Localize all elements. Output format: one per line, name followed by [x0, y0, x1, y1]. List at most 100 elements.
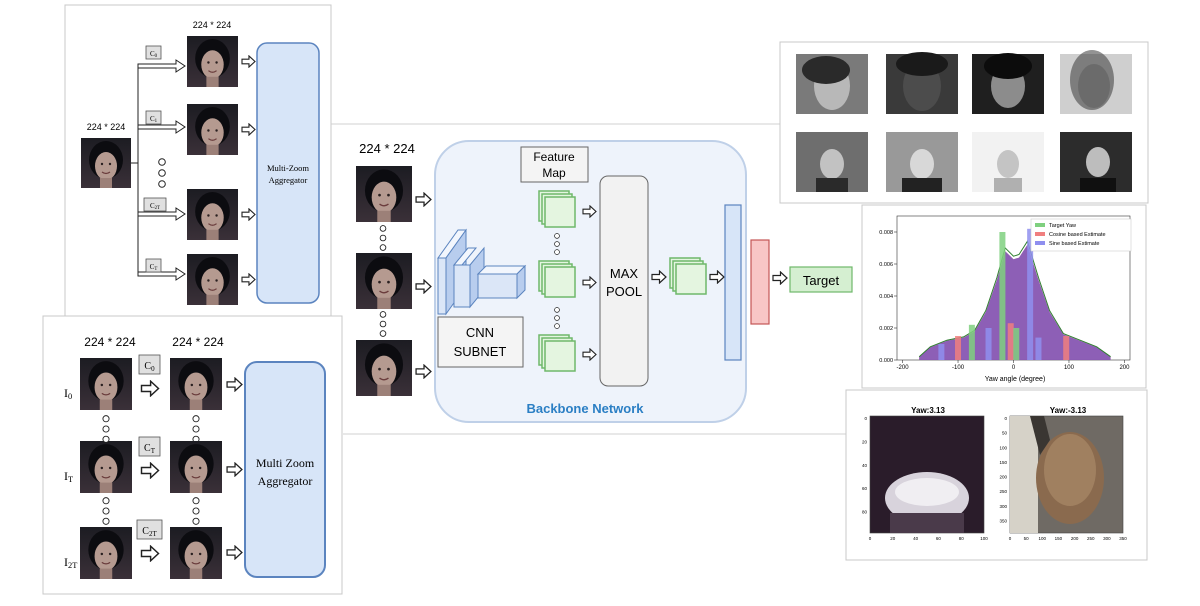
top-crop-c1: C1	[150, 115, 158, 124]
bottom-dots-input-1	[102, 415, 110, 443]
right-y-tick: 0	[1004, 416, 1007, 421]
bottom-input-labels: I0 IT I2T	[64, 386, 77, 570]
gray-face-7	[1060, 132, 1132, 192]
x-tick-label: 0	[1012, 365, 1016, 371]
x-tick-label: 100	[1064, 365, 1075, 371]
sample-right-image	[1009, 415, 1124, 534]
gray-face-4	[796, 132, 868, 192]
top-ellipsis-dots	[158, 158, 166, 188]
gray-face-5	[886, 132, 958, 192]
target-box	[789, 266, 853, 293]
left-y-tick: 60	[862, 486, 868, 491]
cnn-subnet-box	[437, 316, 524, 368]
histogram-spike	[1013, 328, 1020, 360]
y-tick-label: 0.002	[879, 326, 893, 332]
legend-swatch-sine	[1035, 241, 1045, 245]
backbone-input-face-0	[356, 166, 412, 222]
bottom-aggregator-box	[244, 361, 326, 578]
top-aggregator-box	[256, 42, 320, 304]
sample-left-title: Yaw:3.13	[911, 406, 945, 415]
right-y-tick: 100	[999, 445, 1007, 450]
feature-map-line1: Feature	[533, 150, 575, 164]
top-crop-face-3	[187, 254, 238, 305]
backbone-section: 224 * 224 CNN SUBNET Feature Map	[356, 140, 747, 423]
feature-map-line2: Map	[542, 166, 566, 180]
top-crop-size-label: 224 * 224	[193, 20, 232, 30]
top-crop-c0: C0	[150, 50, 158, 59]
left-y-tick: 80	[862, 510, 868, 515]
bottom-crop-labels: C0 CT C2T	[136, 354, 163, 540]
bottom-input-face-2	[80, 527, 132, 579]
bottom-input-i0: I0	[64, 386, 72, 401]
top-input-size-label: 224 * 224	[87, 122, 126, 132]
legend-swatch-target	[1035, 223, 1045, 227]
bottom-dots-crop-2	[192, 497, 200, 525]
gray-face-2	[972, 53, 1044, 114]
right-x-tick: 0	[1009, 536, 1012, 541]
feature-map-stack-2	[538, 334, 576, 372]
y-tick-label: 0.006	[879, 262, 893, 268]
top-crop-labels: C0 C1 C2T CT	[143, 45, 167, 273]
gray-face-0	[796, 54, 868, 114]
top-branch-arrows	[137, 59, 186, 281]
chart-legend: Target Yaw Cosine based Estimate Sine ba…	[1030, 218, 1132, 252]
right-x-tick: 300	[1103, 536, 1111, 541]
gray-face-1	[886, 52, 958, 114]
bottom-crop-face-2	[170, 527, 222, 579]
bottom-crop-face-0	[170, 358, 222, 410]
right-x-tick: 200	[1071, 536, 1079, 541]
feature-map-label-box	[520, 146, 589, 183]
histogram-spike	[968, 324, 975, 360]
bottom-multizoom-panel: 224 * 224 224 * 224 I0 IT I2T C0 CT C2T	[42, 315, 343, 595]
bottom-crop-face-1	[170, 441, 222, 493]
histogram-spike	[1035, 337, 1042, 360]
bottom-input-i2t: I2T	[64, 555, 77, 570]
top-crop-c2t: C2T	[150, 202, 160, 211]
right-x-tick: 250	[1087, 536, 1095, 541]
legend-cosine: Cosine based Estimate	[1049, 232, 1106, 238]
left-y-tick: 40	[862, 463, 868, 468]
bottom-crop-c2t: C2T	[142, 526, 157, 538]
left-x-tick: 100	[980, 536, 988, 541]
legend-sine: Sine based Estimate	[1049, 241, 1099, 247]
cnn-blocks	[437, 228, 527, 316]
max-pool-box	[599, 175, 649, 387]
density-area-sine	[919, 244, 1111, 360]
backbone-arrow-in-2	[415, 364, 432, 379]
sample-face-grid	[779, 41, 1149, 204]
top-crop-ct: CT	[150, 263, 158, 272]
y-tick-label: 0.008	[879, 230, 893, 236]
right-y-tick: 150	[999, 460, 1007, 465]
legend-swatch-cosine	[1035, 232, 1045, 236]
target-label: Target	[803, 273, 840, 288]
right-x-tick: 150	[1055, 536, 1063, 541]
bottom-dots-crop-1	[192, 415, 200, 443]
gray-face-6	[972, 132, 1044, 192]
top-multizoom-panel: 224 * 224 224 * 224 C0 C1 C2T CT	[64, 4, 332, 319]
feature-map-dots-2	[554, 307, 560, 329]
top-crop-face-0	[187, 36, 238, 87]
right-x-tick: 50	[1024, 536, 1030, 541]
backbone-input-size: 224 * 224	[359, 141, 415, 156]
fc-layer-bar	[724, 204, 742, 361]
x-tick-label: -100	[952, 365, 965, 371]
right-x-tick: 100	[1039, 536, 1047, 541]
feature-map-stack-1	[538, 260, 576, 298]
bottom-size-left: 224 * 224	[84, 335, 136, 349]
feature-map-dots-1	[554, 233, 560, 255]
left-x-tick: 80	[959, 536, 965, 541]
y-tick-label: 0.004	[879, 294, 893, 300]
bottom-crop-ct: CT	[144, 443, 156, 455]
backbone-arrow-in-0	[415, 192, 432, 207]
bottom-aggregator-line2: Aggregator	[258, 474, 313, 488]
left-y-tick: 0	[864, 416, 867, 421]
histogram-spike	[985, 328, 992, 360]
gray-face-3	[1060, 50, 1132, 114]
left-x-tick: 0	[869, 536, 872, 541]
max-pool-line1: MAX	[610, 266, 639, 281]
target-arrow	[772, 271, 788, 285]
